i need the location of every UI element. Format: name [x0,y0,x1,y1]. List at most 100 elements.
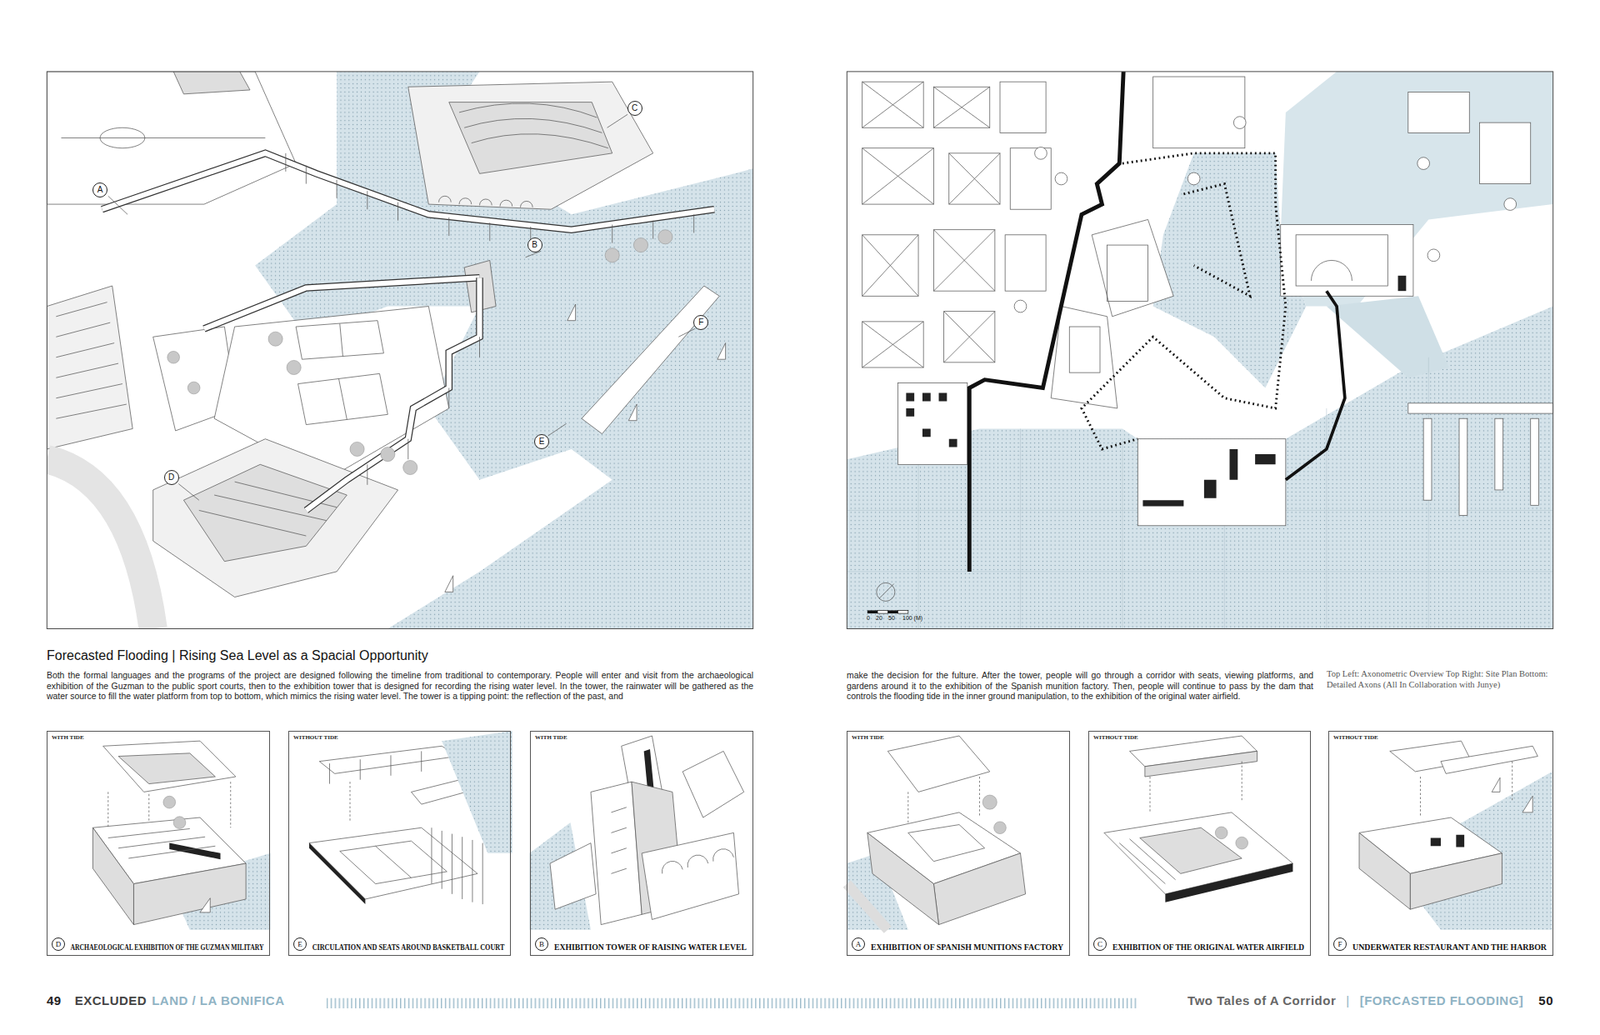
detail-panel: WITHOUT TIDE ECIRCULATION AND SEATS AROUN… [288,730,511,956]
axonometric-overview-part [380,447,395,462]
callout-letter: B [535,937,549,951]
chapter-title: Two Tales of A Corridor [1187,993,1336,1008]
axonometric-overview [46,71,753,630]
detail-axon [530,735,745,930]
site-plan-part [1069,326,1100,373]
detail-axon-part [375,845,412,878]
axonometric-overview-part [403,460,418,475]
panel-title-wrap: EXHIBITION OF THE ORIGINAL WATER AIRFIEL… [1110,938,1306,950]
site-plan-part [898,610,909,614]
panel-title-wrap: EXHIBITION OF SPANISH MUNITIONS FACTORY [869,938,1065,950]
panel-title: EXHIBITION OF SPANISH MUNITIONS FACTORY [869,941,1065,954]
site-plan-part [1326,295,1450,378]
detail-axon-part [1104,812,1294,895]
building-footprints-part [1480,122,1531,184]
detail-axon [1359,740,1552,930]
body-text: make the decision for the fulture. After… [846,670,1314,703]
detail-panel: WITH TIDEBEXHIBITION TOWER OF RAISING WA… [530,730,754,956]
chapter-subtitle: [FORCASTED FLOODING] [1360,993,1525,1008]
site-plan-part [1423,418,1432,500]
panel-title: UNDERWATER RESTAURANT AND THE HARBOR [1350,941,1549,954]
axonometric-overview-part [605,248,620,263]
axonometric-overview-part [445,304,726,592]
site-plan-part [1091,219,1174,316]
callout-letter: A [92,182,108,198]
panel-title: ARCHAEOLOGICAL EXHIBITION OF THE GUZMAN … [69,941,265,954]
site-plan-part [1417,157,1430,170]
axonometric-overview-part [183,464,347,561]
axonometric-overview-part [581,285,720,435]
site-plan-part [1408,403,1554,414]
building-footprints-part [1153,76,1245,149]
tide-label: WITH TIDE [50,734,85,741]
axonometric-overview-part [173,71,250,95]
detail-axon-part [682,750,744,818]
callout-letter: C [1093,937,1107,951]
building-footprints-part [862,81,1000,368]
axonometric-overview-part [340,323,344,356]
axonometric-overview-part [187,381,200,395]
detail-panel: WITH TIDEAEXHIBITION OF SPANISH MUNITION… [846,730,1070,956]
callout-letter: D [51,937,65,951]
axonometric-overview-part [55,302,126,420]
panel-title-wrap: CIRCULATION AND SEATS AROUND BASKETBALL … [310,938,506,950]
detail-axon-part [641,832,739,920]
separator: | [1345,993,1350,1008]
detail-axon-part [1165,863,1293,903]
site-plan-part [1183,184,1250,297]
site-plan-part [1055,172,1068,185]
detail-axon-part [441,730,512,854]
detail-panel: WITHOUT TIDEFUNDERWATER RESTAURANT AND T… [1328,730,1554,956]
detail-axon-part [867,832,940,925]
detail-axon-part [846,884,888,930]
axonometric-overview-part [46,285,133,450]
axonometric-overview-part [459,103,609,149]
site-plan-part [846,306,1553,630]
scale-label: 0 [866,615,870,622]
site-plan-part [1142,449,1275,507]
site-plan-part [880,584,895,599]
site-plan-part [1280,71,1554,307]
site-plan-part [1081,153,1286,450]
axonometric-overview-part [167,350,180,364]
detail-axon [846,735,1025,930]
site-plan-part [1504,198,1517,211]
axonometric-overview-part [204,277,480,329]
callout-letter: C [627,100,643,116]
site-plan-part [898,382,968,465]
axonometric-overview-part [408,81,654,210]
panel-frame [46,71,753,630]
detail-axon-part [933,853,1025,925]
detail-axon-part [118,753,215,785]
tide-label: WITHOUT TIDE [1092,734,1140,741]
detail-axon-part [200,898,210,913]
axonometric-overview-part [199,481,337,536]
axonometric-overview-part [658,230,673,245]
callout-letter: E [293,937,307,951]
axonometric-overview-part [298,373,389,425]
tide-label: WITHOUT TIDE [292,734,340,741]
site-plan-part [846,71,1553,630]
detail-axon-part [1235,836,1249,850]
detail-axon-part [103,740,236,792]
building-footprints-part [1408,91,1470,133]
axonometric-overview-part [305,277,480,510]
detail-axon-part [1440,745,1538,774]
building-footprints-part [1005,235,1046,291]
panel-title: EXHIBITION TOWER OF RAISING WATER LEVEL [552,941,749,954]
axonometric-overview-part [46,459,153,629]
axonometric-overview-part [204,277,480,329]
detail-axon-part [309,843,365,905]
site-plan-part [1233,116,1246,130]
site-plan-part [1137,439,1286,526]
scale-label: 100 (M) [902,615,923,622]
page-number: 50 [1538,993,1554,1008]
site-plan-part [1285,290,1345,480]
detail-axon-part [1150,761,1242,813]
site-plan-part [1035,147,1048,160]
detail-axon-part [982,795,997,810]
site-plan-part [969,71,1124,572]
site-plan-part [1050,306,1118,409]
axonometric-overview-part [285,153,695,485]
